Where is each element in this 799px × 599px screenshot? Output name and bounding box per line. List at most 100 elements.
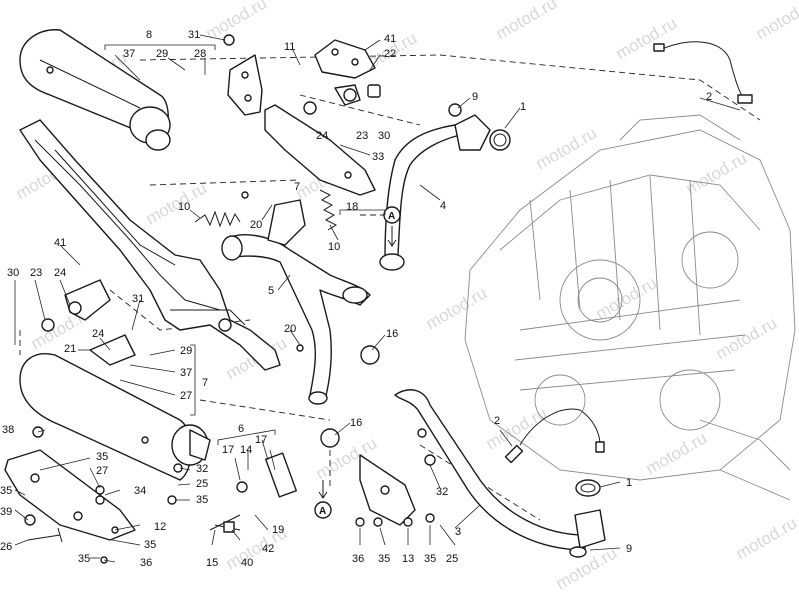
callout-26: 26 [0, 541, 12, 553]
callout-35: 35 [144, 539, 156, 551]
lower-heat-shield [4, 449, 136, 541]
upper-heat-shield [264, 104, 376, 196]
leader-lines [14, 34, 741, 563]
y-pipe [221, 199, 371, 405]
callout-numbers: 31 8 37 29 28 11 41 22 9 1 2 24 23 30 33… [0, 29, 712, 569]
callout-37: 37 [123, 48, 135, 60]
callout-36: 36 [140, 557, 152, 569]
watermark: motod.ru [643, 428, 711, 478]
watermark: motod.ru [683, 148, 751, 198]
callout-13: 13 [402, 553, 414, 565]
callout-9: 9 [472, 91, 478, 103]
clamps-and-hardware [24, 34, 462, 564]
callout-2: 2 [706, 91, 712, 103]
callout-24: 24 [316, 130, 328, 142]
callout-29: 29 [180, 345, 192, 357]
callout-2: 2 [494, 415, 500, 427]
callout-35: 35 [0, 485, 12, 497]
callout-11: 11 [284, 41, 295, 53]
callout-18: 18 [346, 201, 358, 213]
reference-marks: A A [314, 206, 401, 519]
watermark: motod.ru [753, 0, 799, 43]
callout-32: 32 [196, 463, 208, 475]
callout-38: 38 [2, 424, 14, 436]
mounting-brackets-top [227, 39, 381, 116]
reference-letter: A [319, 506, 326, 517]
callout-30: 30 [378, 130, 390, 142]
callout-4: 4 [440, 200, 446, 212]
callout-30: 30 [7, 267, 19, 279]
callout-36: 36 [352, 553, 364, 565]
upper-muffler [19, 29, 171, 151]
callout-31: 31 [132, 293, 144, 305]
watermark: motod.ru [593, 273, 661, 323]
callout-35: 35 [378, 553, 390, 565]
callout-39: 39 [0, 506, 12, 518]
callout-10: 10 [178, 201, 190, 213]
callout-25: 25 [446, 553, 458, 565]
callout-3: 3 [455, 526, 461, 538]
callout-29: 29 [156, 48, 168, 60]
callout-6: 6 [238, 423, 244, 435]
reference-mark-a [314, 501, 332, 519]
callout-22: 22 [384, 48, 396, 60]
lower-muffler [19, 353, 211, 481]
callout-40: 40 [241, 557, 253, 569]
watermark: motod.ru [203, 0, 271, 43]
front-header-pipe [379, 114, 511, 271]
callout-42: 42 [262, 543, 274, 555]
callout-27: 27 [96, 465, 108, 477]
callout-37: 37 [180, 367, 192, 379]
callout-7: 7 [294, 181, 300, 193]
springs [194, 189, 338, 231]
callout-27: 27 [180, 390, 192, 402]
group-brackets [104, 44, 386, 445]
watermark: motod.ru [713, 313, 781, 363]
callout-10: 10 [328, 241, 340, 253]
watermark: motod.ru [533, 123, 601, 173]
callout-9: 9 [626, 543, 632, 555]
watermark: motod.ru [143, 178, 211, 228]
frame-swingarm [19, 119, 281, 371]
callout-33: 33 [372, 151, 384, 163]
callout-12: 12 [154, 521, 166, 533]
callout-19: 19 [272, 524, 284, 536]
callout-7: 7 [202, 377, 208, 389]
callout-20: 20 [284, 323, 296, 335]
callout-23: 23 [30, 267, 42, 279]
callout-31: 31 [188, 29, 200, 41]
callout-28: 28 [194, 48, 206, 60]
watermark: motod.ru [733, 513, 799, 563]
callout-20: 20 [250, 219, 262, 231]
callout-5: 5 [268, 285, 274, 297]
callout-32: 32 [436, 486, 448, 498]
reference-letter: A [388, 211, 395, 222]
reference-mark-a [383, 206, 401, 224]
callout-8: 8 [146, 29, 152, 41]
watermark: motod.ru [493, 0, 561, 43]
callout-16: 16 [350, 417, 362, 429]
callout-35: 35 [78, 553, 90, 565]
callout-16: 16 [386, 328, 398, 340]
callout-23: 23 [356, 130, 368, 142]
callout-17: 17 [222, 444, 234, 456]
callout-25: 25 [196, 478, 208, 490]
callout-15: 15 [206, 557, 218, 569]
callout-14: 14 [240, 444, 252, 456]
callout-1: 1 [520, 101, 526, 113]
engine-outline [464, 114, 796, 501]
callout-34: 34 [134, 485, 146, 497]
rear-header-pipe [394, 389, 606, 558]
oxygen-sensors [504, 41, 753, 464]
watermark: motod.ru [423, 283, 491, 333]
callout-35: 35 [424, 553, 436, 565]
callout-17: 17 [255, 434, 267, 446]
watermark: motod.ru [613, 13, 681, 63]
callout-24: 24 [92, 328, 104, 340]
callout-24: 24 [54, 267, 66, 279]
callout-41: 41 [54, 237, 66, 249]
callout-35: 35 [96, 451, 108, 463]
callout-35: 35 [196, 494, 208, 506]
callout-41: 41 [384, 33, 396, 45]
